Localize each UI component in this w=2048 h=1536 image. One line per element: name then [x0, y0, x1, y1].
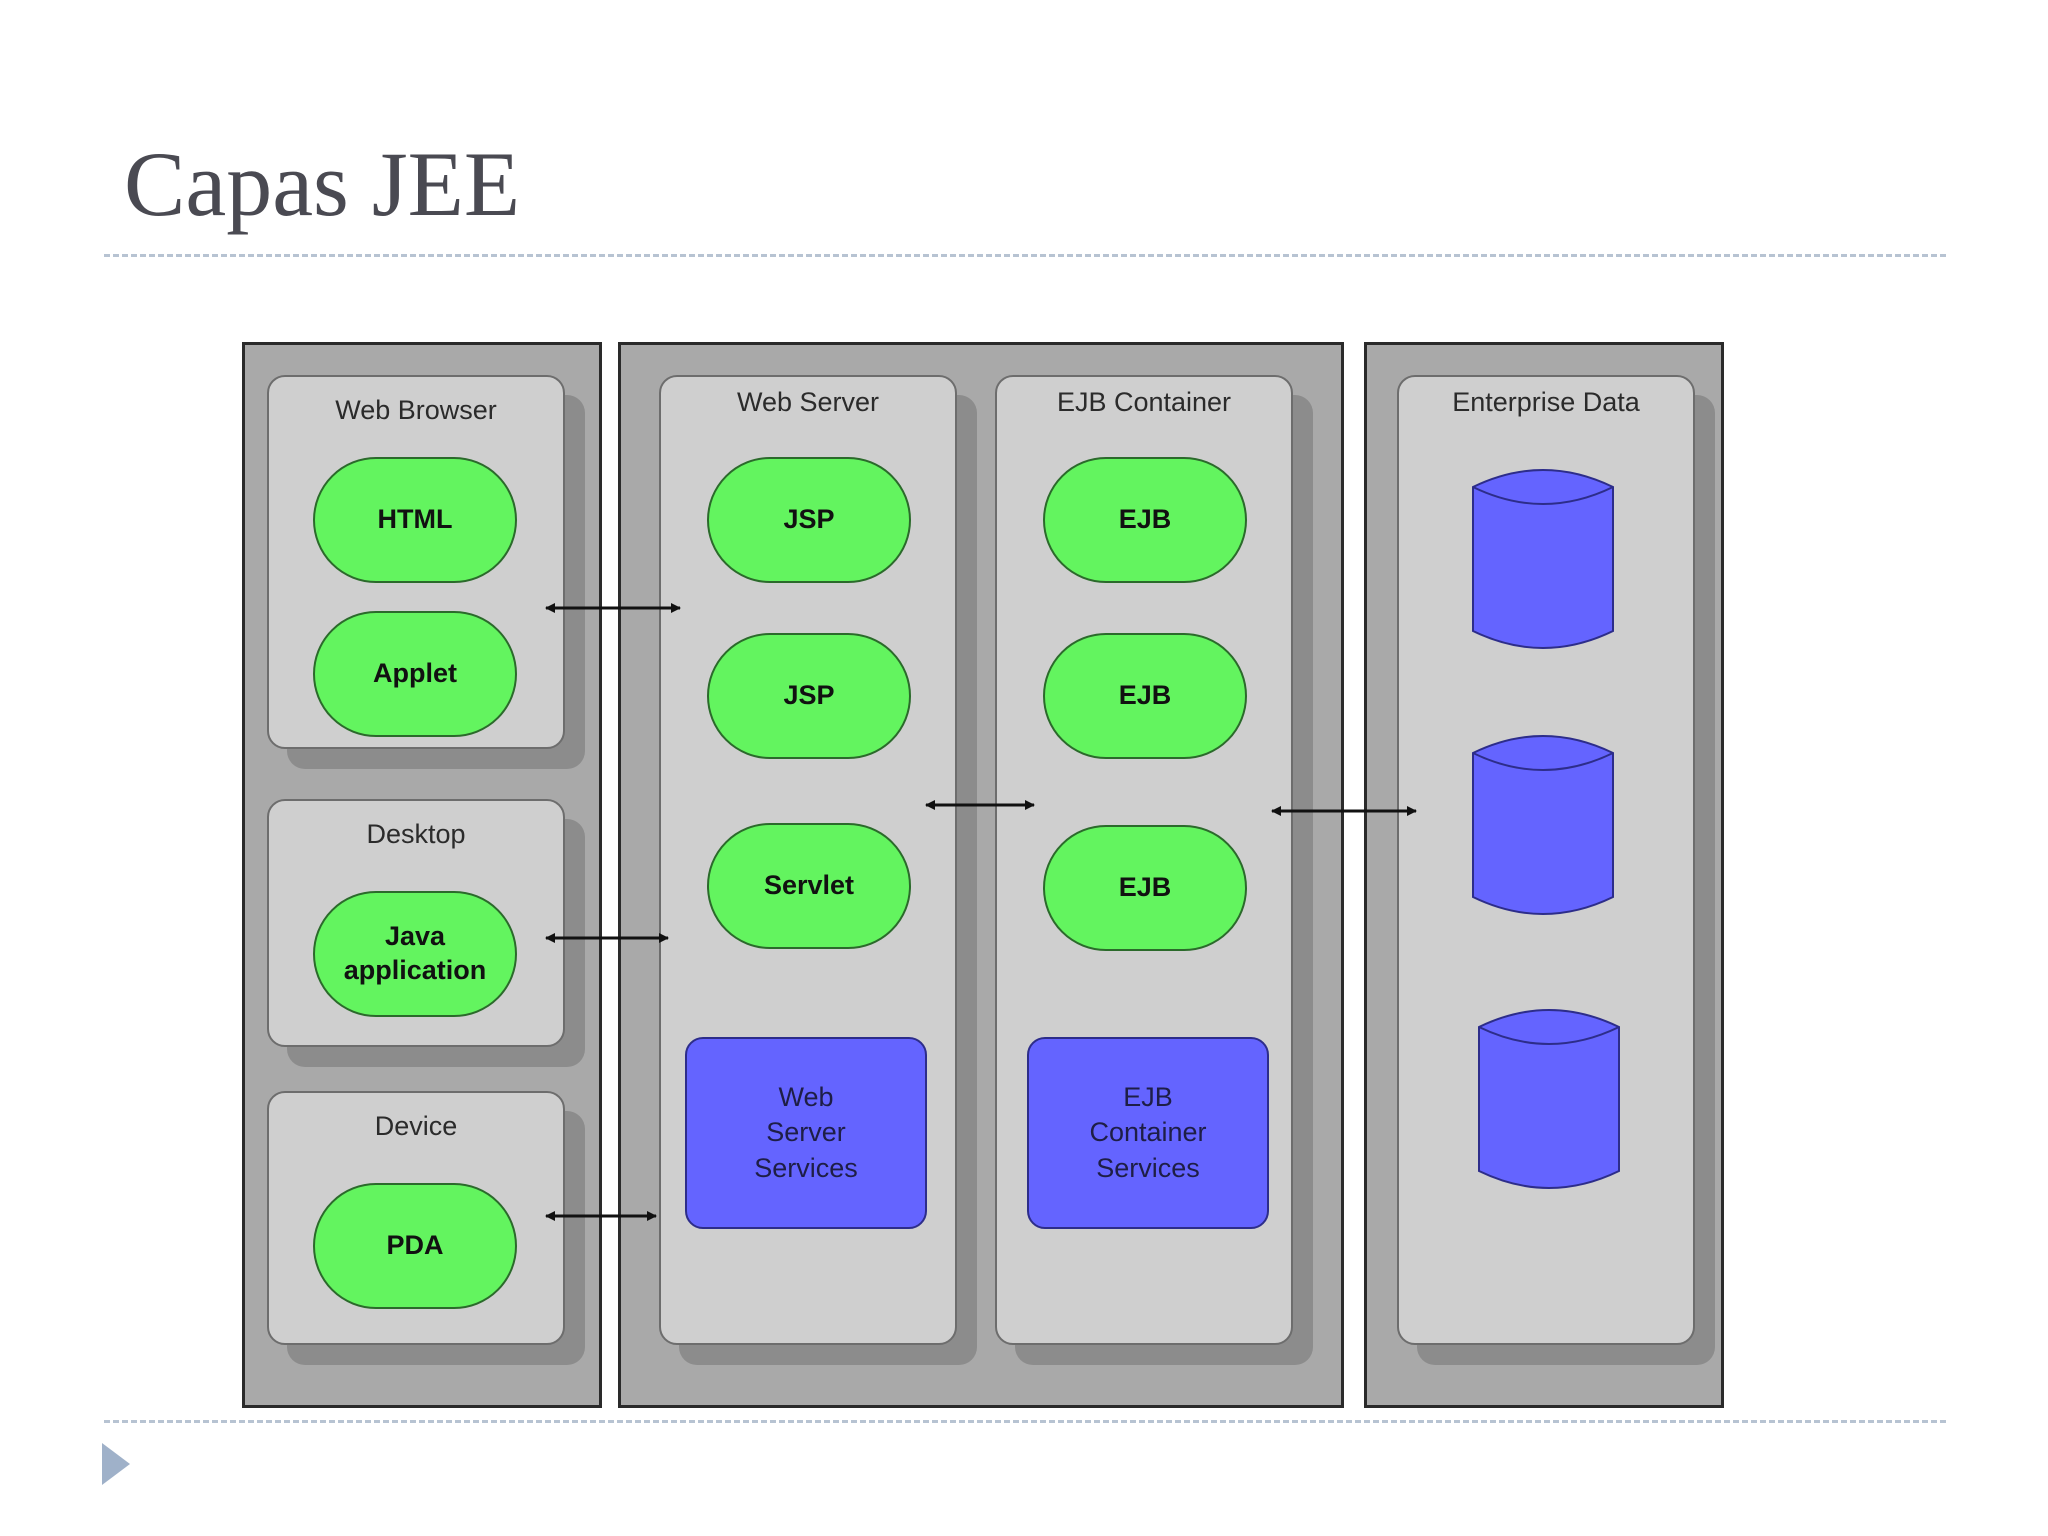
- group-label: Web Server: [736, 387, 880, 417]
- database-cylinder-icon: [1472, 735, 1614, 915]
- triangle-icon: [102, 1443, 130, 1485]
- enterprise-data-group: Enterprise Data: [1397, 375, 1695, 1345]
- group-label: Web Browser: [335, 395, 497, 425]
- jsp-component: JSP: [707, 457, 911, 583]
- ejb-component: EJB: [1043, 457, 1247, 583]
- web-browser-group: Web Browser HTML Applet: [267, 375, 565, 749]
- footer-divider: [104, 1420, 1946, 1423]
- pda-component: PDA: [313, 1183, 517, 1309]
- ejb-component: EJB: [1043, 825, 1247, 951]
- servlet-component: Servlet: [707, 823, 911, 949]
- group-label: Device: [374, 1111, 458, 1141]
- applet-component: Applet: [313, 611, 517, 737]
- data-tier: Enterprise Data: [1364, 342, 1724, 1408]
- web-server-services: Web Server Services: [685, 1037, 927, 1229]
- java-application-component: Java application: [313, 891, 517, 1017]
- middle-tier: Web Server JSP JSP Servlet Web Server Se…: [618, 342, 1344, 1408]
- database-cylinder-icon: [1478, 1009, 1620, 1189]
- title-divider: [104, 254, 1946, 257]
- desktop-group: Desktop Java application: [267, 799, 565, 1047]
- group-label: EJB Container: [1056, 387, 1232, 417]
- device-group: Device PDA: [267, 1091, 565, 1345]
- group-label: Desktop: [366, 819, 466, 849]
- database-cylinder-icon: [1472, 469, 1614, 649]
- ejb-container-services: EJB Container Services: [1027, 1037, 1269, 1229]
- jsp-component: JSP: [707, 633, 911, 759]
- html-component: HTML: [313, 457, 517, 583]
- slide-title: Capas JEE: [124, 133, 521, 235]
- client-tier: Web Browser HTML Applet Desktop Java app…: [242, 342, 602, 1408]
- ejb-component: EJB: [1043, 633, 1247, 759]
- group-label: Enterprise Data: [1452, 387, 1640, 417]
- web-server-group: Web Server JSP JSP Servlet Web Server Se…: [659, 375, 957, 1345]
- ejb-container-group: EJB Container EJB EJB EJB EJB Container …: [995, 375, 1293, 1345]
